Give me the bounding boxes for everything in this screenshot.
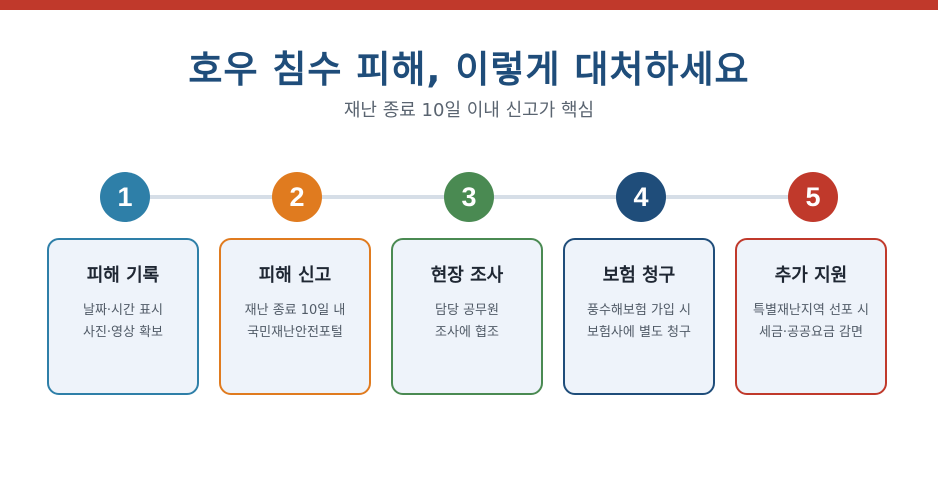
top-accent-bar: [0, 0, 938, 10]
step-2-desc-line-2: 국민재난안전포털: [247, 325, 343, 340]
step-1-desc-line-1: 날짜·시간 표시: [82, 303, 164, 318]
step-3-title: 현장 조사: [430, 265, 504, 286]
step-1-card: 피해 기록 날짜·시간 표시 사진·영상 확보: [47, 238, 199, 395]
step-3-number-badge: 3: [444, 172, 494, 222]
step-4-desc-line-2: 보험사에 별도 청구: [587, 325, 691, 340]
step-2-desc-line-1: 재난 종료 10일 내: [244, 303, 346, 318]
step-5-desc-line-2: 세금·공공요금 감면: [759, 325, 863, 340]
step-5-title: 추가 지원: [774, 265, 848, 286]
step-4-title: 보험 청구: [602, 265, 676, 286]
step-1-desc-line-2: 사진·영상 확보: [82, 325, 164, 340]
step-4-desc-line-1: 풍수해보험 가입 시: [587, 303, 691, 318]
step-2-number-badge: 2: [272, 172, 322, 222]
page-subtitle: 재난 종료 10일 이내 신고가 핵심: [343, 100, 595, 121]
step-5-desc-line-1: 특별재난지역 선포 시: [753, 303, 869, 318]
step-2-title: 피해 신고: [258, 265, 332, 286]
page-title: 호우 침수 피해, 이렇게 대처하세요: [188, 48, 750, 91]
step-2-card: 피해 신고 재난 종료 10일 내 국민재난안전포털: [219, 238, 371, 395]
step-3-card: 현장 조사 담당 공무원 조사에 협조: [391, 238, 543, 395]
step-3-desc-line-1: 담당 공무원: [435, 303, 499, 318]
step-5-card: 추가 지원 특별재난지역 선포 시 세금·공공요금 감면: [735, 238, 887, 395]
step-4-card: 보험 청구 풍수해보험 가입 시 보험사에 별도 청구: [563, 238, 715, 395]
step-5-number-badge: 5: [788, 172, 838, 222]
step-1-title: 피해 기록: [86, 265, 160, 286]
step-4-number-badge: 4: [616, 172, 666, 222]
step-1-number-badge: 1: [100, 172, 150, 222]
step-3-desc-line-2: 조사에 협조: [435, 325, 499, 340]
